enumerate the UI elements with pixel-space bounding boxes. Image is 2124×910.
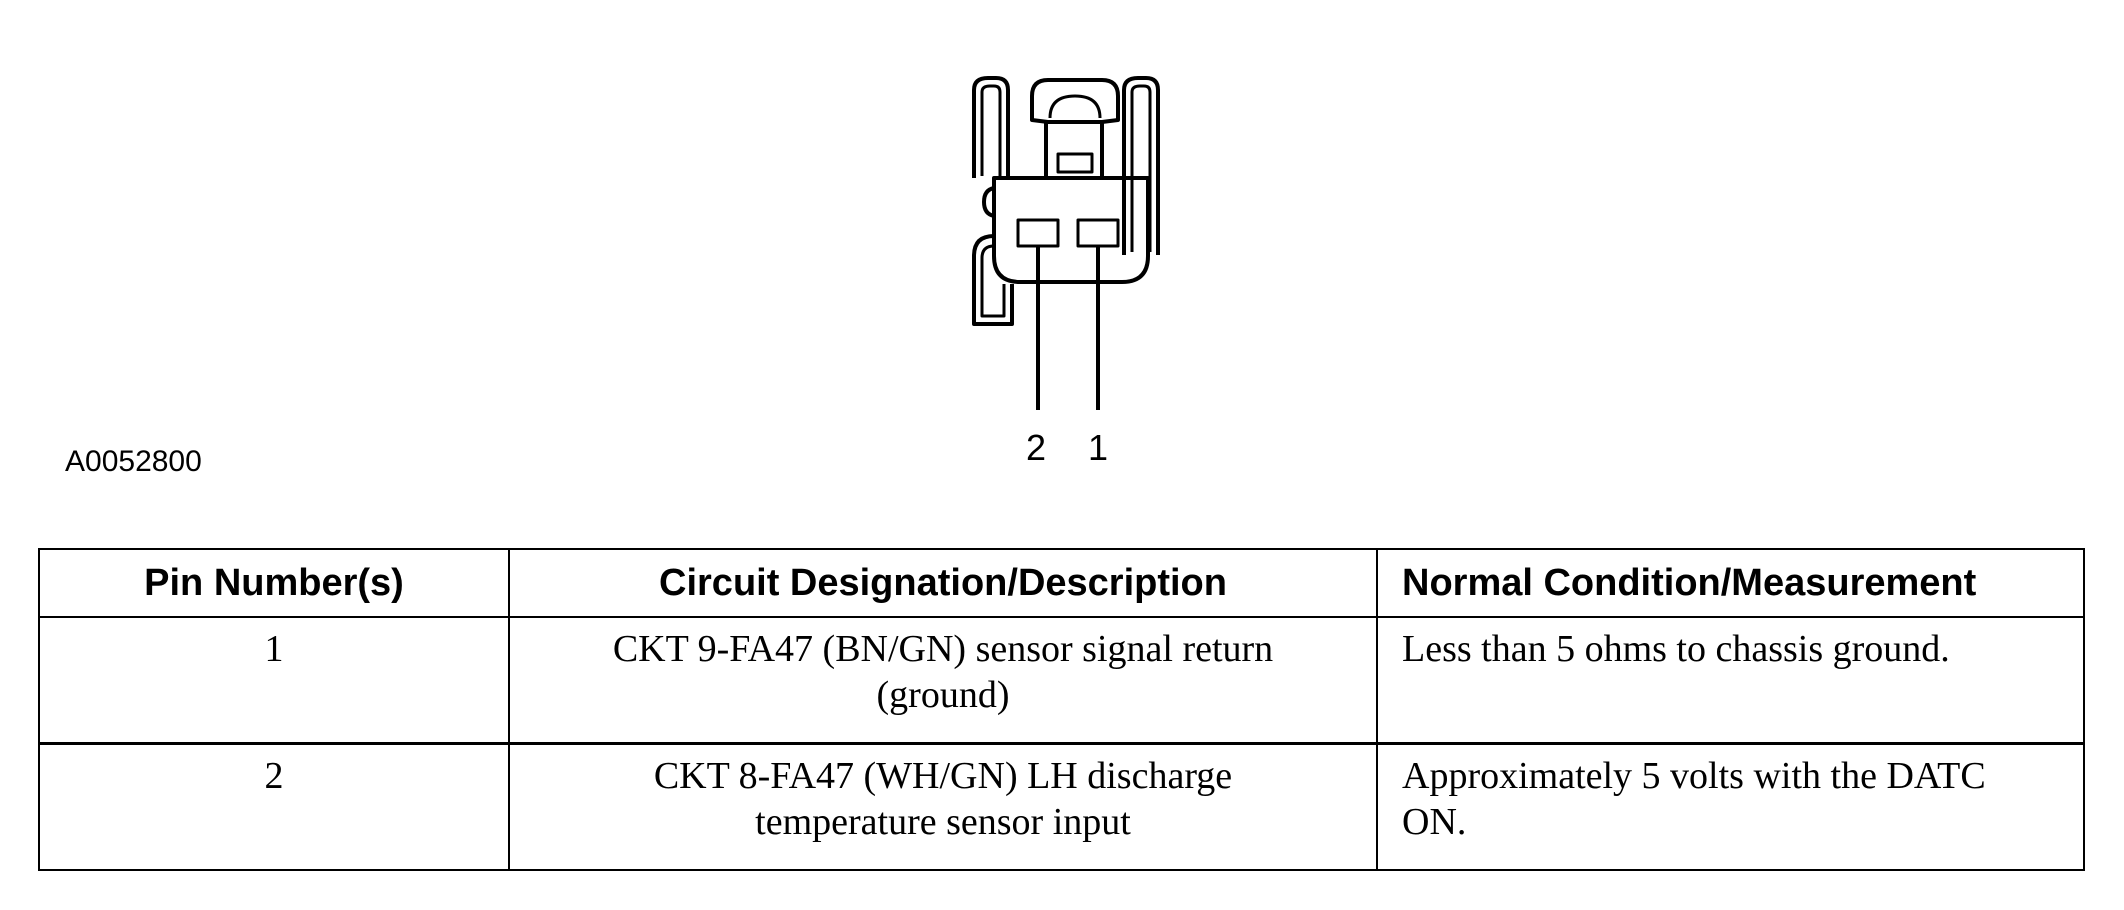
pin-label-2: 2 (1026, 427, 1046, 468)
table-header-row: Pin Number(s) Circuit Designation/Descri… (38, 548, 2085, 618)
connector-body (992, 176, 1150, 284)
left-side-tab (982, 186, 995, 218)
pin-chart-table: Pin Number(s) Circuit Designation/Descri… (38, 548, 2085, 871)
connector-face-drawing: 2 1 (972, 76, 1160, 468)
condition-cell: Less than 5 ohms to chassis ground. (1376, 616, 2085, 745)
description-line: temperature sensor input (755, 801, 1131, 843)
lock-tab (1056, 152, 1094, 174)
connector-hood (1030, 78, 1120, 124)
description-line: CKT 9-FA47 (BN/GN) sensor signal return (612, 628, 1274, 670)
header-circuit-description: Circuit Designation/Description (508, 548, 1378, 618)
pin-cavity-2 (1016, 218, 1060, 248)
right-latch-arm (1122, 76, 1160, 255)
pin-number-cell: 2 (38, 742, 510, 871)
pin-cavity-1 (1076, 218, 1120, 248)
figure-id: A0052800 (65, 445, 202, 478)
left-latch-arm (972, 76, 1010, 178)
lower-left-tail (972, 234, 1014, 326)
pin-label-1: 1 (1088, 427, 1108, 468)
circuit-description-cell: CKT 9-FA47 (BN/GN) sensor signal return … (508, 616, 1378, 745)
connector-diagram: 2 1 (950, 60, 1190, 480)
circuit-description-cell: CKT 8-FA47 (WH/GN) LH discharge temperat… (508, 742, 1378, 871)
table-row: 1 CKT 9-FA47 (BN/GN) sensor signal retur… (38, 616, 2085, 745)
header-pin-number: Pin Number(s) (38, 548, 510, 618)
condition-cell: Approximately 5 volts with the DATC ON. (1376, 742, 2085, 871)
table-row: 2 CKT 8-FA47 (WH/GN) LH discharge temper… (38, 742, 2085, 871)
description-line: CKT 8-FA47 (WH/GN) LH discharge (653, 755, 1233, 797)
header-normal-condition: Normal Condition/Measurement (1376, 548, 2085, 618)
description-line: (ground) (876, 674, 1010, 716)
pin-number-cell: 1 (38, 616, 510, 745)
